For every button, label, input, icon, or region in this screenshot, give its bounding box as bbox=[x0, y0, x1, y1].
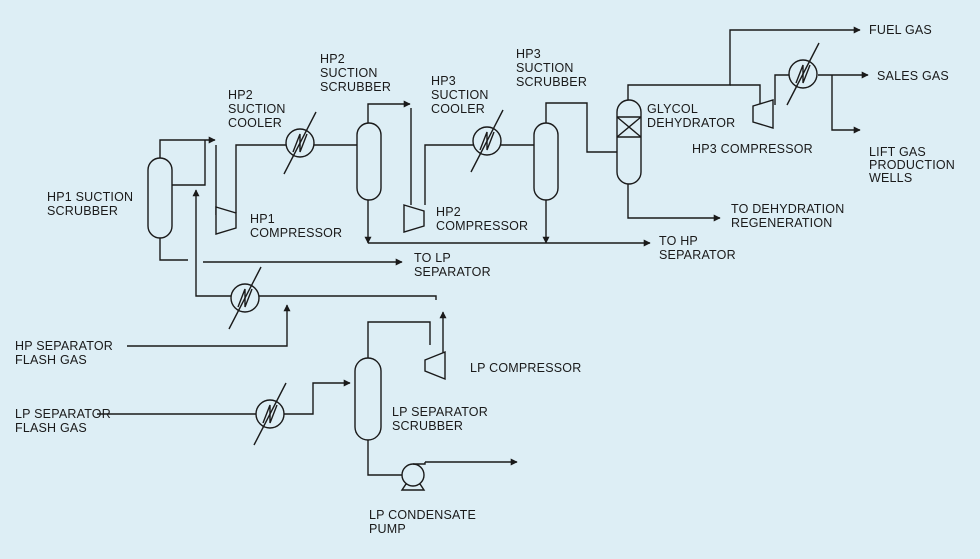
lp-compressor-icon bbox=[424, 350, 446, 381]
hp2-compressor-icon bbox=[403, 204, 425, 233]
line-hp1-scrubber-top bbox=[159, 136, 216, 158]
line-hp-separator-flash-gas bbox=[127, 304, 291, 347]
process-lines bbox=[97, 26, 869, 476]
line-hp2-scrubber-top bbox=[367, 100, 411, 125]
label-fuel-gas: FUEL GAS bbox=[869, 23, 932, 37]
hp3-suction-scrubber-vessel bbox=[533, 122, 559, 201]
line-lp-cooler-out bbox=[284, 379, 351, 415]
hp2-suction-scrubber-vessel bbox=[356, 122, 382, 201]
lp-separator-scrubber-vessel bbox=[354, 357, 382, 441]
line-dehydrator-bottom bbox=[627, 180, 721, 222]
line-dehydrator-top bbox=[627, 26, 861, 103]
hp3-compressor-icon bbox=[752, 99, 774, 129]
hp1-compressor-icon bbox=[215, 206, 237, 235]
dehydrator-packing-cross-b bbox=[616, 116, 642, 138]
line-hp3-compressor-discharge bbox=[774, 74, 790, 105]
line-hp1-feed bbox=[192, 189, 437, 300]
label-lp-compressor: LP COMPRESSOR bbox=[470, 361, 581, 375]
hp1-suction-scrubber-vessel bbox=[147, 157, 173, 239]
line-hp1-scrubber-side bbox=[172, 140, 206, 186]
hp3-suction-cooler-icon bbox=[470, 109, 504, 173]
vessels bbox=[147, 99, 642, 441]
line-lp-scrubber-top bbox=[367, 321, 431, 360]
line-hp3-scrubber-top bbox=[545, 102, 617, 153]
line-hp1-scrubber-bottom bbox=[159, 238, 188, 261]
line-to-hp3-compressor bbox=[730, 84, 761, 110]
lp-condensate-pump-icon bbox=[400, 462, 426, 491]
lp-separator-cooler-icon bbox=[253, 382, 287, 446]
line-lp-scrubber-bottom bbox=[367, 438, 402, 476]
line-lift-gas bbox=[831, 75, 861, 134]
label-sales-gas: SALES GAS bbox=[877, 69, 949, 83]
hp1-feed-cooler-icon bbox=[228, 266, 262, 330]
label-hp3-compressor: HP3 COMPRESSOR bbox=[692, 142, 813, 156]
hp2-suction-cooler-icon bbox=[283, 111, 317, 175]
compressors bbox=[215, 99, 774, 381]
line-hp2-compressor-discharge bbox=[424, 144, 534, 205]
sales-gas-cooler-icon bbox=[786, 42, 820, 106]
line-hp1-compressor-discharge bbox=[235, 144, 357, 213]
coolers bbox=[228, 42, 820, 446]
glycol-dehydrator-vessel bbox=[616, 99, 642, 185]
